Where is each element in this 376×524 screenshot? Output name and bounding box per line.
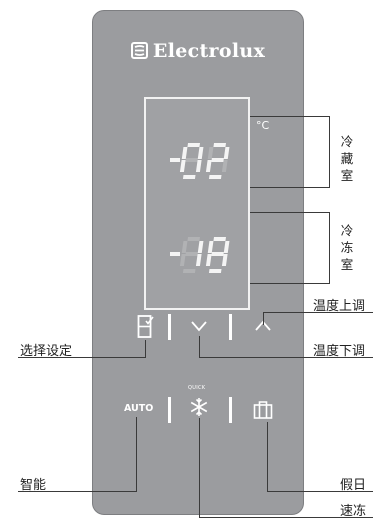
temp-down-leader	[199, 336, 200, 358]
freezer-zone-bracket	[250, 212, 330, 213]
freezer-temp-digit-1-seg-d	[182, 269, 196, 273]
fridge-temp-digit-1-seg-g	[185, 158, 198, 162]
temp-down-label: 温度下调	[313, 344, 366, 359]
holiday-leader	[267, 491, 373, 492]
smart-leader	[18, 491, 137, 492]
temperature-unit: °C	[256, 119, 270, 132]
freezer-temp-digit-2-seg-c	[221, 254, 228, 266]
fridge-temp-minus-sign	[170, 158, 180, 162]
fridge-temp-digit-2-seg-d	[208, 175, 222, 179]
holiday-label: 假日	[340, 478, 367, 493]
fridge-zone-bracket	[250, 187, 330, 188]
freezer-temp-digit-1-seg-f	[181, 241, 188, 253]
quick-label: QUICK	[188, 385, 206, 391]
brand: Electrolux	[92, 40, 304, 62]
fridge-temp-digit-2-seg-g	[211, 158, 224, 162]
freezer-temp-digit-2-seg-g	[211, 252, 224, 256]
freezer-temp-digit-1-seg-b	[197, 241, 204, 253]
separator	[229, 397, 232, 423]
separator	[229, 314, 232, 340]
temp-up-leader	[263, 312, 373, 313]
quick-freeze-leader	[199, 418, 200, 518]
freezer-zone-bracket	[250, 283, 330, 284]
select-leader	[145, 340, 146, 358]
separator	[168, 314, 171, 340]
snowflake-icon[interactable]	[189, 397, 209, 417]
fridge-temp-digit-1-seg-f	[181, 147, 188, 159]
quick-freeze-label: 速冻	[340, 504, 367, 519]
holiday-leader	[267, 422, 268, 492]
freezer-temp-digit-2-seg-a	[213, 237, 227, 241]
freezer-temp-digit-1-seg-c	[195, 254, 202, 266]
freezer-temp-digit-2-seg-d	[208, 269, 222, 273]
freezer-zone-bracket	[329, 212, 330, 284]
select-leader	[18, 357, 146, 358]
brand-name: Electrolux	[152, 40, 266, 62]
auto-button[interactable]: AUTO	[124, 403, 154, 414]
smart-label: 智能	[20, 478, 47, 493]
separator	[168, 397, 171, 423]
holiday-case-icon[interactable]	[253, 400, 273, 420]
freezer-zone-label: 冷冻室	[340, 223, 354, 272]
fridge-temp-digit-1-seg-b	[197, 147, 204, 159]
temp-down-leader	[199, 357, 373, 358]
temperature-display	[144, 97, 250, 310]
freezer-temp-digit-2-seg-b	[223, 241, 230, 253]
fridge-zone-label: 冷藏室	[340, 134, 354, 183]
fridge-zone-bracket	[250, 116, 330, 117]
electrolux-logo-icon	[130, 42, 148, 59]
freezer-temp-digit-1-seg-e	[179, 254, 186, 266]
temp-up-leader	[263, 312, 264, 325]
fridge-temp-digit-1-seg-d	[182, 175, 196, 179]
freezer-temp-digit-2-seg-f	[207, 241, 214, 253]
fridge-temp-digit-1-seg-c	[195, 160, 202, 172]
fridge-temp-digit-1-seg-e	[179, 160, 186, 172]
chevron-down-icon[interactable]	[190, 320, 208, 332]
fridge-temp-digit-2-seg-a	[213, 143, 226, 147]
fridge-zone-bracket	[329, 116, 330, 188]
quick-freeze-leader	[199, 517, 373, 518]
fridge-temp-digit-2-seg-f	[207, 147, 214, 159]
fridge-temp-digit-1-seg-a	[187, 143, 200, 147]
freezer-temp-minus-sign	[170, 252, 180, 256]
select-icon[interactable]	[137, 314, 155, 340]
fridge-temp-digit-2-seg-e	[205, 160, 212, 172]
smart-leader	[136, 417, 137, 492]
temp-up-label: 温度上调	[313, 299, 366, 314]
freezer-temp-digit-1-seg-g	[185, 252, 198, 256]
freezer-temp-digit-1-seg-a	[187, 237, 201, 241]
select-setting-label: 选择设定	[20, 344, 73, 359]
freezer-temp-digit-2-seg-e	[205, 254, 212, 266]
fridge-temp-digit-2-seg-b	[223, 147, 230, 159]
fridge-temp-digit-2-seg-c	[221, 160, 228, 172]
